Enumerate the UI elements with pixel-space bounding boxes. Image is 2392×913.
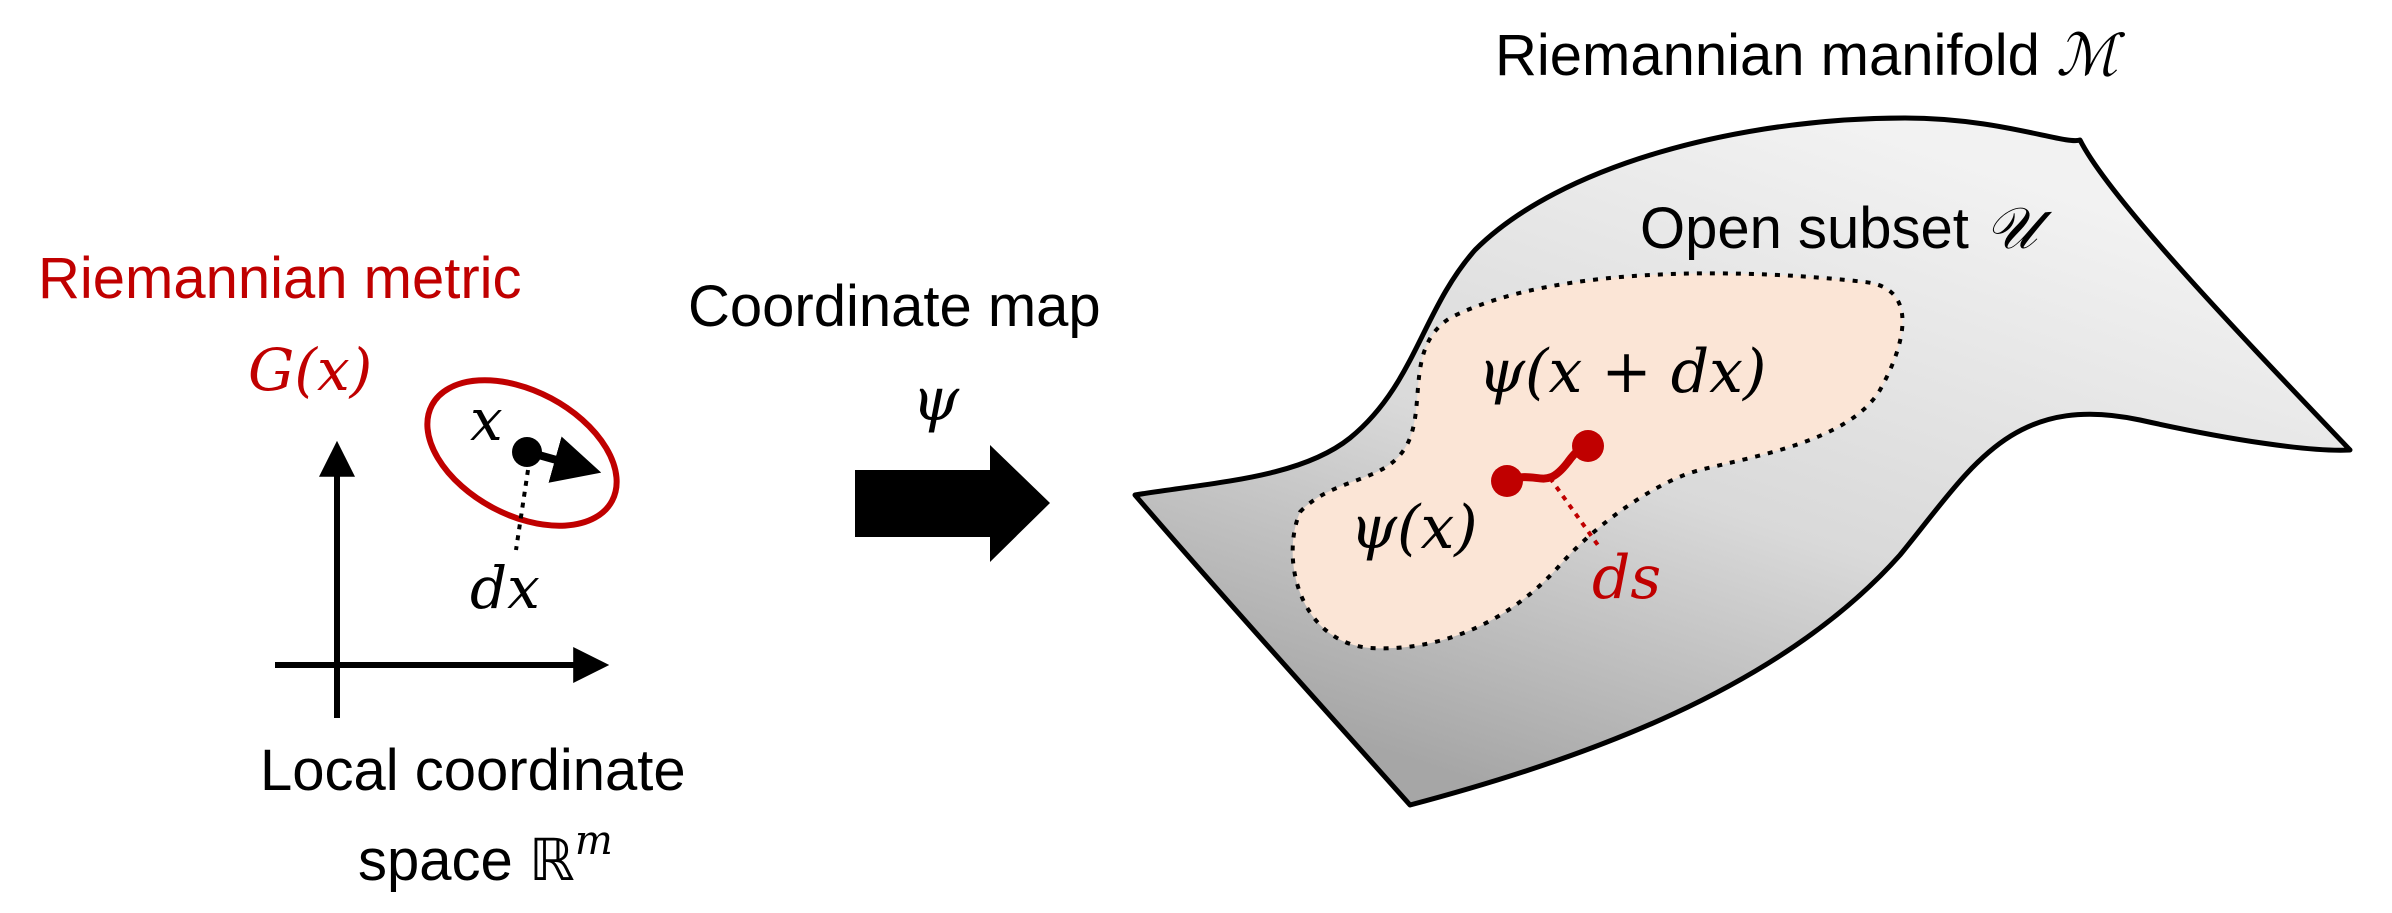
image-point-label: ψ(x) xyxy=(1350,493,1478,563)
local-coordinate-panel: Riemannian metric G(x) x dx Local coordi… xyxy=(38,246,686,894)
riemannian-metric-label: Riemannian metric xyxy=(38,246,522,311)
metric-ellipse xyxy=(424,377,620,529)
open-subset-region xyxy=(1290,271,1905,651)
manifold-label-text: Riemannian manifold xyxy=(1495,23,2056,88)
open-subset-label-text: Open subset xyxy=(1640,196,1985,261)
open-subset-label: Open subset 𝒰 xyxy=(1640,194,2053,262)
image-displaced-label: ψ(x + dx) xyxy=(1478,337,1766,407)
point-x xyxy=(512,437,542,467)
coordinate-map-symbol: ψ xyxy=(912,365,960,435)
manifold-symbol: ℳ xyxy=(2056,21,2126,89)
image-point xyxy=(1491,465,1523,497)
metric-symbol: G(x) xyxy=(248,336,372,404)
local-coordinate-caption-line1: Local coordinate xyxy=(260,738,686,803)
space-word: space xyxy=(358,828,529,893)
manifold-panel: Riemannian manifold ℳ Open subset 𝒰 ψ(x)… xyxy=(1132,21,2353,808)
line-element-label: ds xyxy=(1592,543,1661,613)
coordinate-map-label: Coordinate map xyxy=(688,274,1101,339)
big-right-arrow xyxy=(855,445,1050,562)
ds-dotted-leader xyxy=(1548,476,1602,550)
reals-symbol: ℝ xyxy=(529,826,575,894)
dx-dotted-leader xyxy=(514,469,530,551)
dx-label: dx xyxy=(470,554,540,622)
image-displaced-point xyxy=(1572,430,1604,462)
local-coordinate-caption-line2: space ℝm xyxy=(358,818,613,894)
manifold-label: Riemannian manifold ℳ xyxy=(1495,21,2126,89)
point-x-label: x xyxy=(470,386,503,454)
dimension-exponent: m xyxy=(575,818,613,864)
coordinate-map-panel: Coordinate map ψ xyxy=(688,274,1101,562)
